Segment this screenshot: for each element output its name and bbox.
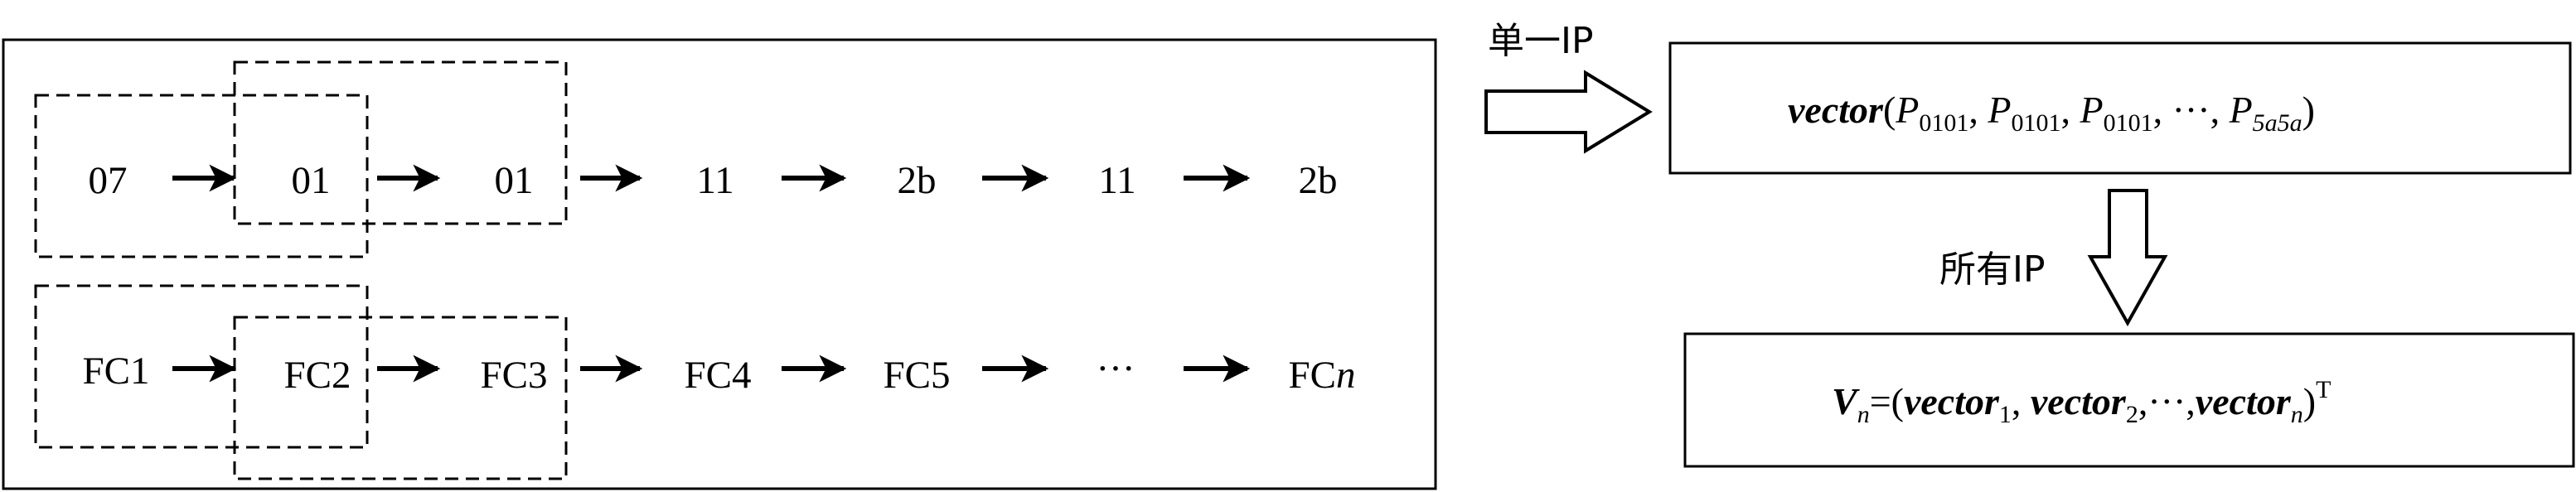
hex-token-3: 01 <box>495 159 534 202</box>
fc-token-n: FCn <box>1289 354 1356 397</box>
all-ip-label: 所有IP <box>1939 248 2046 291</box>
hex-token-6: 11 <box>1098 159 1135 202</box>
window-box-1 <box>34 94 369 258</box>
fc-token-4: FC4 <box>685 354 752 397</box>
sequence-panel <box>2 38 1437 490</box>
fc-token-3: FC3 <box>481 354 548 397</box>
fc-ellipsis: ··· <box>1097 347 1135 390</box>
window-box-4 <box>233 316 568 480</box>
hex-token-5: 2b <box>898 159 937 202</box>
vector-box <box>1668 41 2572 175</box>
single-ip-label: 单一IP <box>1488 20 1594 62</box>
hollow-right-arrow <box>1484 70 1653 154</box>
vector-expression: vector(P0101, P0101, P0101, ···, P5a5a) <box>1788 89 2315 137</box>
result-expression: Vn=(vector1, vector2,···,vectorn)T <box>1832 376 2331 428</box>
result-box <box>1683 332 2575 468</box>
fc-token-2: FC2 <box>284 354 351 397</box>
hex-token-7: 2b <box>1299 159 1338 202</box>
window-box-2 <box>233 60 568 225</box>
hex-token-2: 01 <box>292 159 331 202</box>
window-box-3 <box>34 284 369 449</box>
hex-token-1: 07 <box>89 159 128 202</box>
hollow-down-arrow <box>2087 189 2168 327</box>
fc-token-5: FC5 <box>884 354 951 397</box>
hex-token-4: 11 <box>696 159 734 202</box>
fc-token-1: FC1 <box>83 350 150 393</box>
